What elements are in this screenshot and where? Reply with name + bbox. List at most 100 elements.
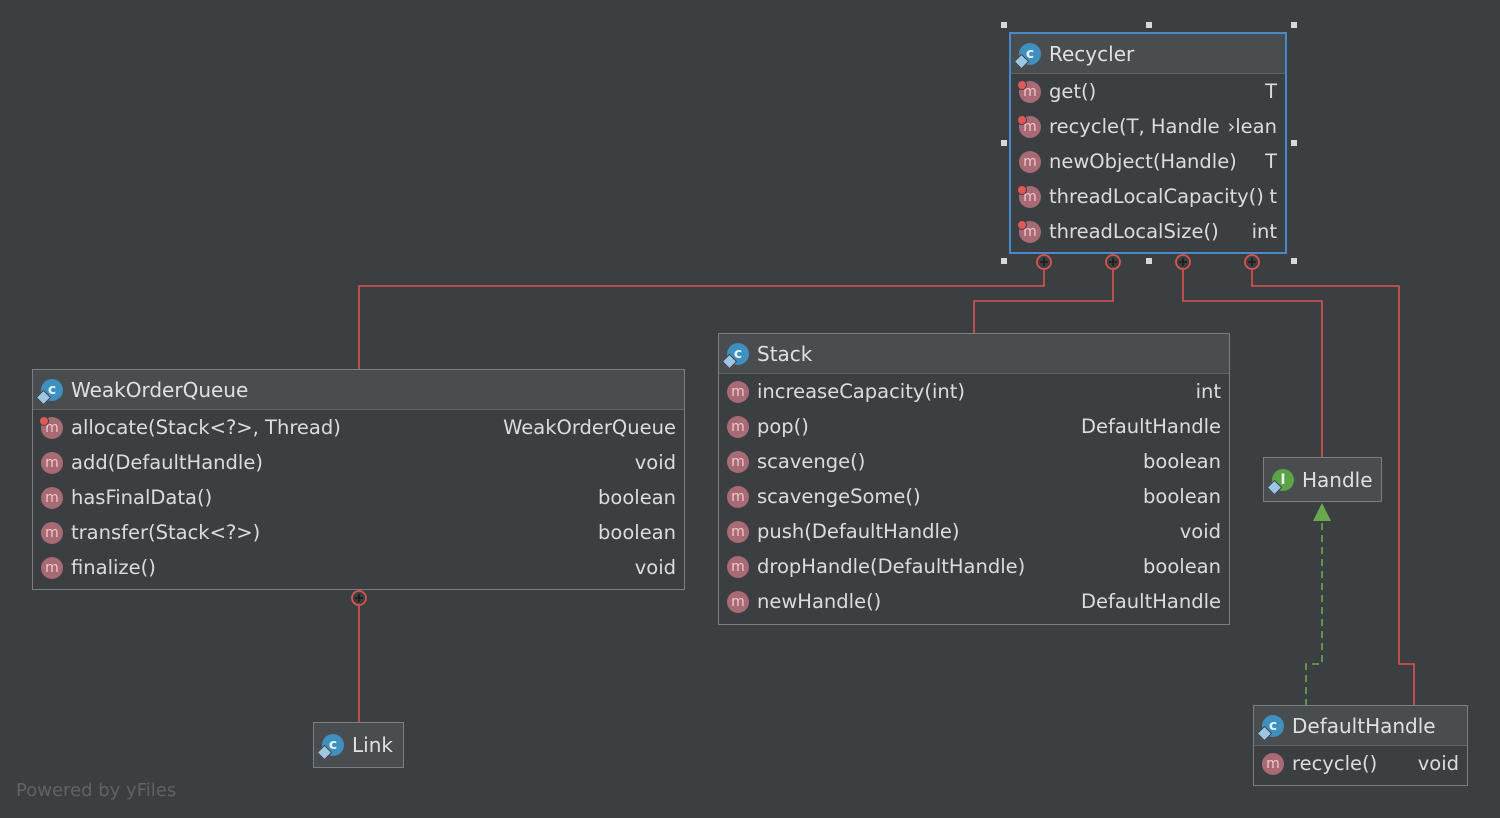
method-icon: m xyxy=(1262,752,1284,775)
method-signature: finalize() xyxy=(71,556,156,579)
selection-handle-ml[interactable] xyxy=(1001,140,1007,146)
selection-handle-tl[interactable] xyxy=(1001,22,1007,28)
method-icon: m xyxy=(727,450,749,473)
method-icon: m xyxy=(727,555,749,578)
inner-marker-3 xyxy=(1175,254,1191,270)
method-signature: transfer(Stack<?>) xyxy=(71,521,261,544)
class-header[interactable]: c Link xyxy=(314,723,403,767)
method-return-type: void xyxy=(634,451,676,474)
method-icon: m xyxy=(727,415,749,438)
method-return-type: void xyxy=(1417,752,1459,775)
method-icon: m xyxy=(41,451,63,474)
method-icon: m xyxy=(41,556,63,579)
class-node-defaulthandle[interactable]: c DefaultHandle m recycle() void xyxy=(1253,705,1468,786)
inner-marker-5 xyxy=(351,590,367,606)
method-return-type: boolean xyxy=(1143,485,1221,508)
class-name: Stack xyxy=(757,341,813,366)
method-icon: m xyxy=(1017,114,1041,138)
class-node-stack[interactable]: c Stack m increaseCapacity(int) int m pop()… xyxy=(718,333,1230,625)
class-header[interactable]: c DefaultHandle xyxy=(1254,706,1467,746)
class-node-link[interactable]: c Link xyxy=(313,722,404,768)
method-icon: m xyxy=(39,415,63,439)
class-node-weakorderqueue[interactable]: c WeakOrderQueue m allocate(Stack<?>, Thr… xyxy=(32,369,685,590)
method-row[interactable]: m hasFinalData() boolean xyxy=(33,480,684,515)
implements-arrowhead xyxy=(1313,503,1331,521)
method-return-type: DefaultHandle xyxy=(1080,590,1221,613)
method-return-type: T xyxy=(1265,150,1277,173)
selection-handle-bl[interactable] xyxy=(1001,258,1007,264)
method-row[interactable]: m get() T xyxy=(1011,74,1285,109)
method-signature: scavenge() xyxy=(757,450,866,473)
method-return-type: int xyxy=(1195,380,1221,403)
class-header[interactable]: c Recycler xyxy=(1011,34,1285,74)
inner-marker-4 xyxy=(1244,254,1260,270)
method-return-type: int xyxy=(1251,220,1277,243)
class-name: Recycler xyxy=(1049,41,1135,66)
method-row[interactable]: m scavenge() boolean xyxy=(719,444,1229,479)
method-signature: recycle() xyxy=(1292,752,1378,775)
edge-recycler-handle xyxy=(1182,262,1323,458)
method-row[interactable]: m finalize() void xyxy=(33,550,684,585)
method-signature: hasFinalData() xyxy=(71,486,213,509)
method-icon: m xyxy=(1017,79,1041,103)
interface-node-handle[interactable]: I Handle xyxy=(1263,457,1382,502)
method-return-type: boolean xyxy=(1143,450,1221,473)
class-header[interactable]: c WeakOrderQueue xyxy=(33,370,684,410)
method-return-type: void xyxy=(1179,520,1221,543)
class-header[interactable]: c Stack xyxy=(719,334,1229,374)
method-signature: add(DefaultHandle) xyxy=(71,451,263,474)
method-return-type: t xyxy=(1269,185,1277,208)
method-signature: increaseCapacity(int) xyxy=(757,380,966,403)
method-signature: pop() xyxy=(757,415,809,438)
method-return-type: boolean xyxy=(598,486,676,509)
method-signature: newHandle() xyxy=(757,590,882,613)
interface-icon: I xyxy=(1272,468,1294,491)
class-icon: c xyxy=(1019,42,1041,65)
edge-recycler-defaulthandle xyxy=(1251,262,1415,706)
method-return-type: T xyxy=(1265,80,1277,103)
class-icon: c xyxy=(727,342,749,365)
method-row[interactable]: m threadLocalCapacity()t xyxy=(1011,179,1285,214)
method-icon: m xyxy=(727,520,749,543)
class-name: Link xyxy=(352,733,393,757)
method-signature: newObject(Handle) xyxy=(1049,150,1237,173)
method-return-type: boolean xyxy=(1143,555,1221,578)
abstract-method-icon: m xyxy=(1019,150,1041,173)
method-signature: get() xyxy=(1049,80,1097,103)
method-icon: m xyxy=(727,380,749,403)
class-header[interactable]: I Handle xyxy=(1264,458,1381,501)
method-row[interactable]: m push(DefaultHandle) void xyxy=(719,514,1229,549)
method-signature: allocate(Stack<?>, Thread) xyxy=(71,416,341,439)
selection-handle-br[interactable] xyxy=(1291,258,1297,264)
method-icon: m xyxy=(1017,184,1041,208)
edge-recycler-stack xyxy=(973,262,1114,334)
method-icon: m xyxy=(1017,219,1041,243)
powered-by-footer: Powered by yFiles xyxy=(16,780,177,801)
method-row[interactable]: m dropHandle(DefaultHandle) boolean xyxy=(719,549,1229,584)
selection-handle-mr[interactable] xyxy=(1291,140,1297,146)
edge-recycler-weakorderqueue xyxy=(358,262,1045,370)
class-icon: c xyxy=(322,734,344,756)
method-row[interactable]: m add(DefaultHandle) void xyxy=(33,445,684,480)
selection-handle-tm[interactable] xyxy=(1146,22,1152,28)
method-row[interactable]: m increaseCapacity(int) int xyxy=(719,374,1229,409)
selection-handle-tr[interactable] xyxy=(1291,22,1297,28)
method-return-type: void xyxy=(634,556,676,579)
method-row[interactable]: m recycle() void xyxy=(1254,746,1467,781)
method-signature: threadLocalCapacity() xyxy=(1049,185,1264,208)
method-icon: m xyxy=(41,521,63,544)
method-signature: dropHandle(DefaultHandle) xyxy=(757,555,1026,578)
selection-handle-bm[interactable] xyxy=(1146,258,1152,264)
method-signature: scavengeSome() xyxy=(757,485,921,508)
method-signature: push(DefaultHandle) xyxy=(757,520,960,543)
method-row[interactable]: m newObject(Handle) T xyxy=(1011,144,1285,179)
method-icon: m xyxy=(41,486,63,509)
